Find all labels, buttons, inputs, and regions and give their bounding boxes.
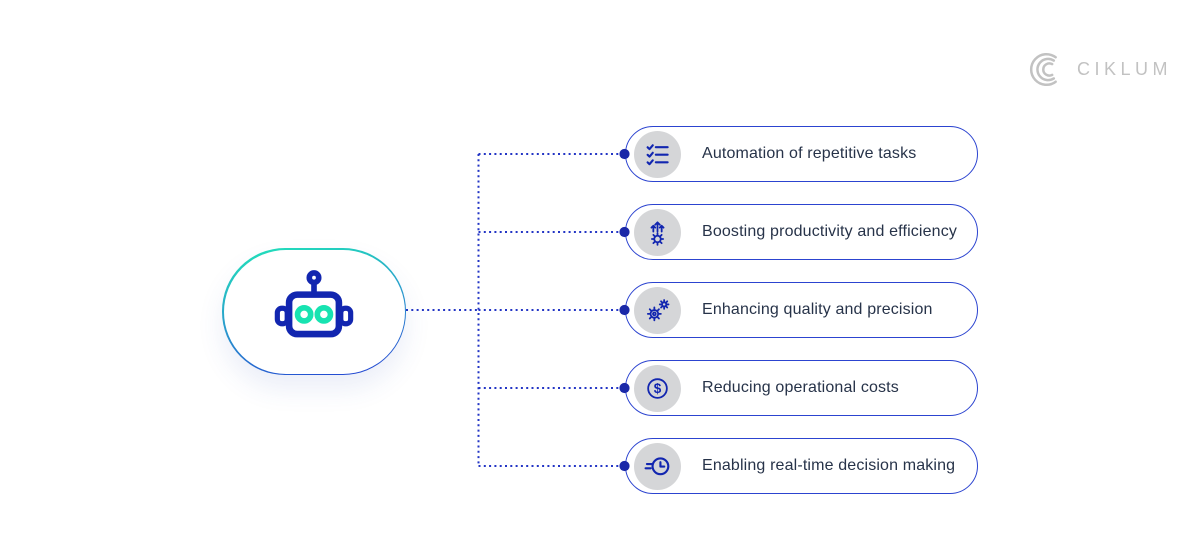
robot-card-inner	[223, 249, 405, 374]
icon-circle: $	[634, 364, 681, 412]
benefit-label: Reducing operational costs	[702, 379, 899, 396]
icon-circle	[634, 286, 681, 334]
icon-circle	[634, 442, 681, 490]
clock-speed-icon	[644, 456, 670, 475]
icon-circle	[634, 130, 681, 178]
benefit-label: Enhancing quality and precision	[702, 301, 933, 318]
gears-icon	[646, 298, 670, 321]
robot-icon	[274, 269, 354, 337]
benefit-label: Enabling real-time decision making	[702, 457, 956, 474]
checklist-icon	[646, 143, 669, 165]
ciklum-arcs-icon	[1030, 52, 1057, 87]
icon-circle	[634, 208, 681, 256]
benefit-pill-costs: $ Reducing operational costs	[625, 360, 978, 416]
dollar-icon: $	[647, 377, 668, 399]
benefit-label: Boosting productivity and efficiency	[702, 223, 958, 240]
logo-text: CIKLUM	[1077, 59, 1173, 79]
arrows-up-gear-icon	[650, 220, 665, 246]
benefit-pill-realtime: Enabling real-time decision making	[625, 438, 978, 494]
svg-text:$: $	[654, 381, 662, 396]
robot-card	[222, 248, 406, 375]
benefit-pill-automation: Automation of repetitive tasks	[625, 126, 978, 182]
benefit-label: Automation of repetitive tasks	[702, 145, 917, 162]
ciklum-logo: CIKLUM	[1027, 49, 1172, 90]
benefit-pill-productivity: Boosting productivity and efficiency	[625, 204, 978, 260]
benefit-pill-quality: Enhancing quality and precision	[625, 282, 978, 338]
